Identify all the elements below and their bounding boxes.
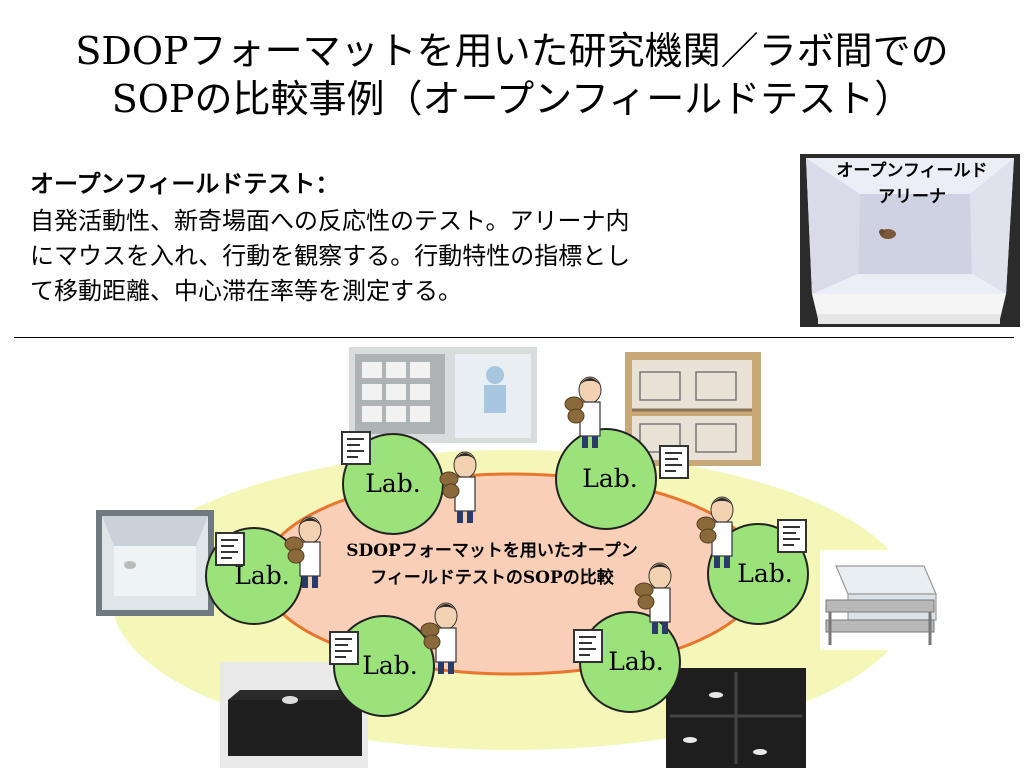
lab-label: Lab. bbox=[362, 651, 417, 680]
sop-document-icon bbox=[573, 629, 603, 663]
divider bbox=[14, 337, 1014, 338]
sop-document-icon bbox=[329, 631, 359, 665]
description-line-2: にマウスを入れ、行動を観察する。行動特性の指標とし bbox=[30, 242, 631, 270]
open-field-arena-photo: オープンフィールド アリーナ bbox=[800, 154, 1020, 327]
lab-comparison-diagram: Lab. Lab. Lab. Lab. Lab. Lab. bbox=[96, 347, 940, 768]
lab-node-5: Lab. bbox=[333, 615, 435, 717]
lab-label: Lab. bbox=[608, 647, 663, 676]
lab-photo-top-right bbox=[625, 352, 761, 466]
lab-label: Lab. bbox=[582, 464, 637, 493]
description-line-3: て移動距離、中心滞在率等を測定する。 bbox=[30, 277, 462, 305]
center-label-line-1: SDOPフォーマットを用いたオープン bbox=[346, 540, 638, 561]
slide-title-line-2: SOPの比較事例（オープンフィールドテスト） bbox=[111, 77, 913, 121]
lab-photo-top-left bbox=[349, 347, 537, 443]
sop-document-icon bbox=[659, 445, 689, 479]
researcher-with-mouse-icon bbox=[564, 376, 602, 449]
sop-document-icon bbox=[777, 519, 807, 553]
lab-label: Lab. bbox=[737, 559, 792, 588]
description-line-1: 自発活動性、新奇場面への反応性のテスト。アリーナ内 bbox=[30, 207, 630, 235]
lab-photo-bottom-right bbox=[666, 668, 806, 768]
slide-title-line-1: SDOPフォーマットを用いた研究機関／ラボ間での bbox=[75, 29, 949, 73]
sop-document-icon bbox=[341, 431, 371, 465]
lab-photo-left bbox=[96, 510, 214, 616]
description-heading: オープンフィールドテスト： bbox=[30, 170, 340, 198]
lab-label: Lab. bbox=[365, 469, 420, 498]
center-label-line-2: フィールドテストのSOPの比較 bbox=[370, 567, 615, 588]
lab-node-2: Lab. bbox=[555, 428, 657, 530]
sop-document-icon bbox=[215, 532, 245, 566]
arena-photo-label-line-2: アリーナ bbox=[878, 187, 946, 207]
arena-photo-label-line-1: オープンフィールド bbox=[836, 160, 987, 181]
lab-photo-right bbox=[820, 550, 940, 650]
